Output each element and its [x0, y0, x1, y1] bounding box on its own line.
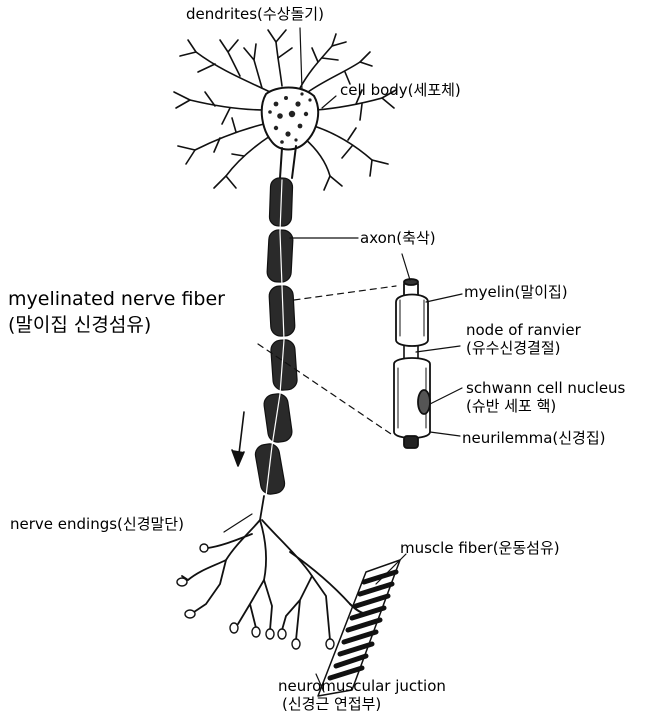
muscle-fiber-label: muscle fiber(운동섬유)	[400, 540, 560, 557]
dendrites-label: dendrites(수상돌기)	[186, 6, 324, 23]
nerve-ending-knobs	[177, 544, 334, 649]
node-of-ranvier-label: node of ranvier	[466, 322, 581, 339]
neurilemma-label: neurilemma(신경집)	[462, 430, 606, 447]
muscle-fiber	[318, 560, 400, 696]
myelin-detail	[394, 279, 430, 448]
schwann-cell-nucleus-korean-label: (슈반 세포 핵)	[466, 398, 556, 415]
node-of-ranvier-korean-label: (유수신경결절)	[466, 340, 561, 357]
myelin-segments	[254, 178, 298, 496]
nerve-ending-branches	[182, 496, 350, 640]
myelinated-fiber-label: myelinated nerve fiber	[8, 288, 225, 310]
axon-label: axon(축삭)	[360, 230, 436, 247]
myelinated-fiber-korean-label: (말이집 신경섬유)	[8, 314, 151, 336]
myelin-label: myelin(말이집)	[464, 284, 568, 301]
nerve-endings-label: nerve endings(신경말단)	[10, 516, 184, 533]
neuromuscular-junction-label: neuromuscular juction	[278, 678, 446, 695]
cell-body-label: cell body(세포체)	[340, 82, 461, 99]
neuromuscular-junction-korean-label: (신경근 연접부)	[282, 696, 381, 713]
cell-body	[262, 88, 318, 150]
schwann-cell-nucleus-label: schwann cell nucleus	[466, 380, 625, 397]
conduction-arrow	[232, 412, 244, 466]
